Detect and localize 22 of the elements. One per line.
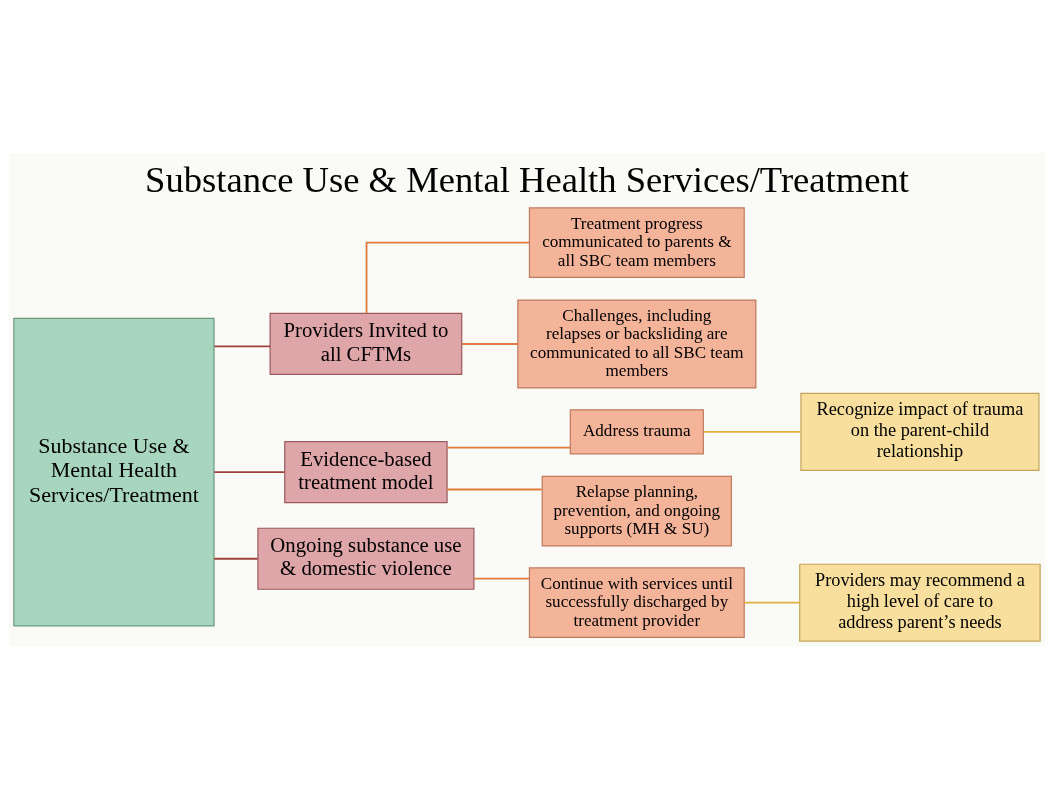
connector: [702, 430, 802, 433]
node-box: Providers Invited to all CFTMs: [269, 312, 463, 376]
connector: [213, 345, 271, 348]
node-box: Relapse planning, prevention, and ongoing supports (MH & SU): [541, 475, 732, 547]
diagram-title: Substance Use & Mental Health Services/Treatment: [145, 159, 909, 201]
connector: [460, 343, 519, 345]
node-box: Substance Use & Mental Health Services/Treatment: [13, 317, 215, 627]
node-box: Address trauma: [569, 409, 704, 455]
connector: [213, 557, 259, 560]
node-box: Recognize impact of trauma on the parent-child relationship: [800, 392, 1040, 471]
connector: [446, 446, 572, 449]
node-box: Treatment progress communicated to parents & all SBC team members: [528, 207, 745, 279]
node-box: Continue with services until successfully discharged by treatment provider: [528, 567, 745, 639]
node-box: Challenges, including relapses or backsliding are communicated to all SBC team members: [517, 299, 757, 389]
connector: [473, 577, 531, 580]
node-box: Evidence-based treatment model: [284, 441, 448, 504]
node-box: Providers may recommend a high level of care to address parent’s needs: [799, 563, 1041, 642]
connector: [743, 601, 801, 604]
connector: [446, 488, 543, 491]
connector: [365, 241, 531, 314]
connector: [213, 471, 286, 474]
node-box: Ongoing substance use & domestic violence: [257, 527, 475, 590]
